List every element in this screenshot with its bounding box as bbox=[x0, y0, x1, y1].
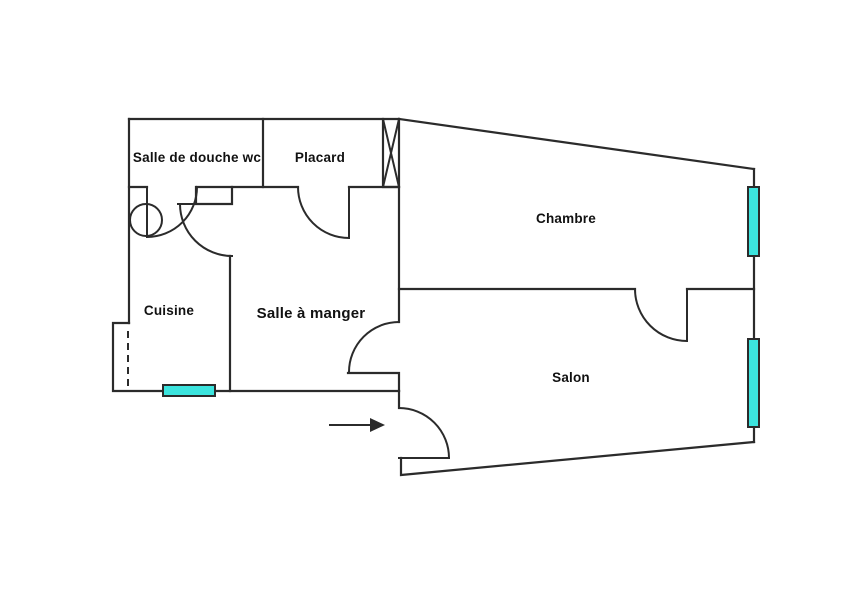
wall-notch bbox=[194, 185, 234, 206]
salon-window bbox=[747, 338, 760, 428]
placard-door-swing bbox=[296, 185, 351, 240]
salle-a-manger-door-stub bbox=[346, 371, 401, 393]
entrance-arrow-icon bbox=[370, 418, 385, 432]
hall-door-swing bbox=[177, 202, 234, 258]
labels-layer: Salle de douche wc Placard Chambre Cuisi… bbox=[133, 150, 596, 385]
doors-layer bbox=[145, 185, 689, 460]
room-label-chambre: Chambre bbox=[536, 211, 596, 226]
chambre-top-wall-sloped bbox=[397, 117, 756, 171]
room-label-salle-de-douche-wc: Salle de douche wc bbox=[133, 150, 261, 165]
windows-layer bbox=[162, 186, 760, 428]
room-label-placard: Placard bbox=[295, 150, 345, 165]
duct-hatch-icon bbox=[382, 118, 400, 188]
cuisine-window bbox=[162, 384, 216, 397]
salon-bottom-wall-sloped bbox=[399, 440, 756, 477]
bottom-wall-west bbox=[111, 321, 401, 393]
room-label-cuisine: Cuisine bbox=[144, 303, 194, 318]
entrance-door-swing bbox=[397, 406, 451, 460]
room-label-salle-a-manger: Salle à manger bbox=[257, 305, 366, 322]
salon-door-swing bbox=[633, 287, 689, 343]
douche-door-swing bbox=[145, 185, 199, 239]
basin-fixture-icon bbox=[129, 203, 163, 237]
chambre-window bbox=[747, 186, 760, 257]
salle-a-manger-door-swing bbox=[347, 320, 401, 374]
fixtures-layer bbox=[127, 118, 400, 432]
room-label-salon: Salon bbox=[552, 370, 590, 385]
